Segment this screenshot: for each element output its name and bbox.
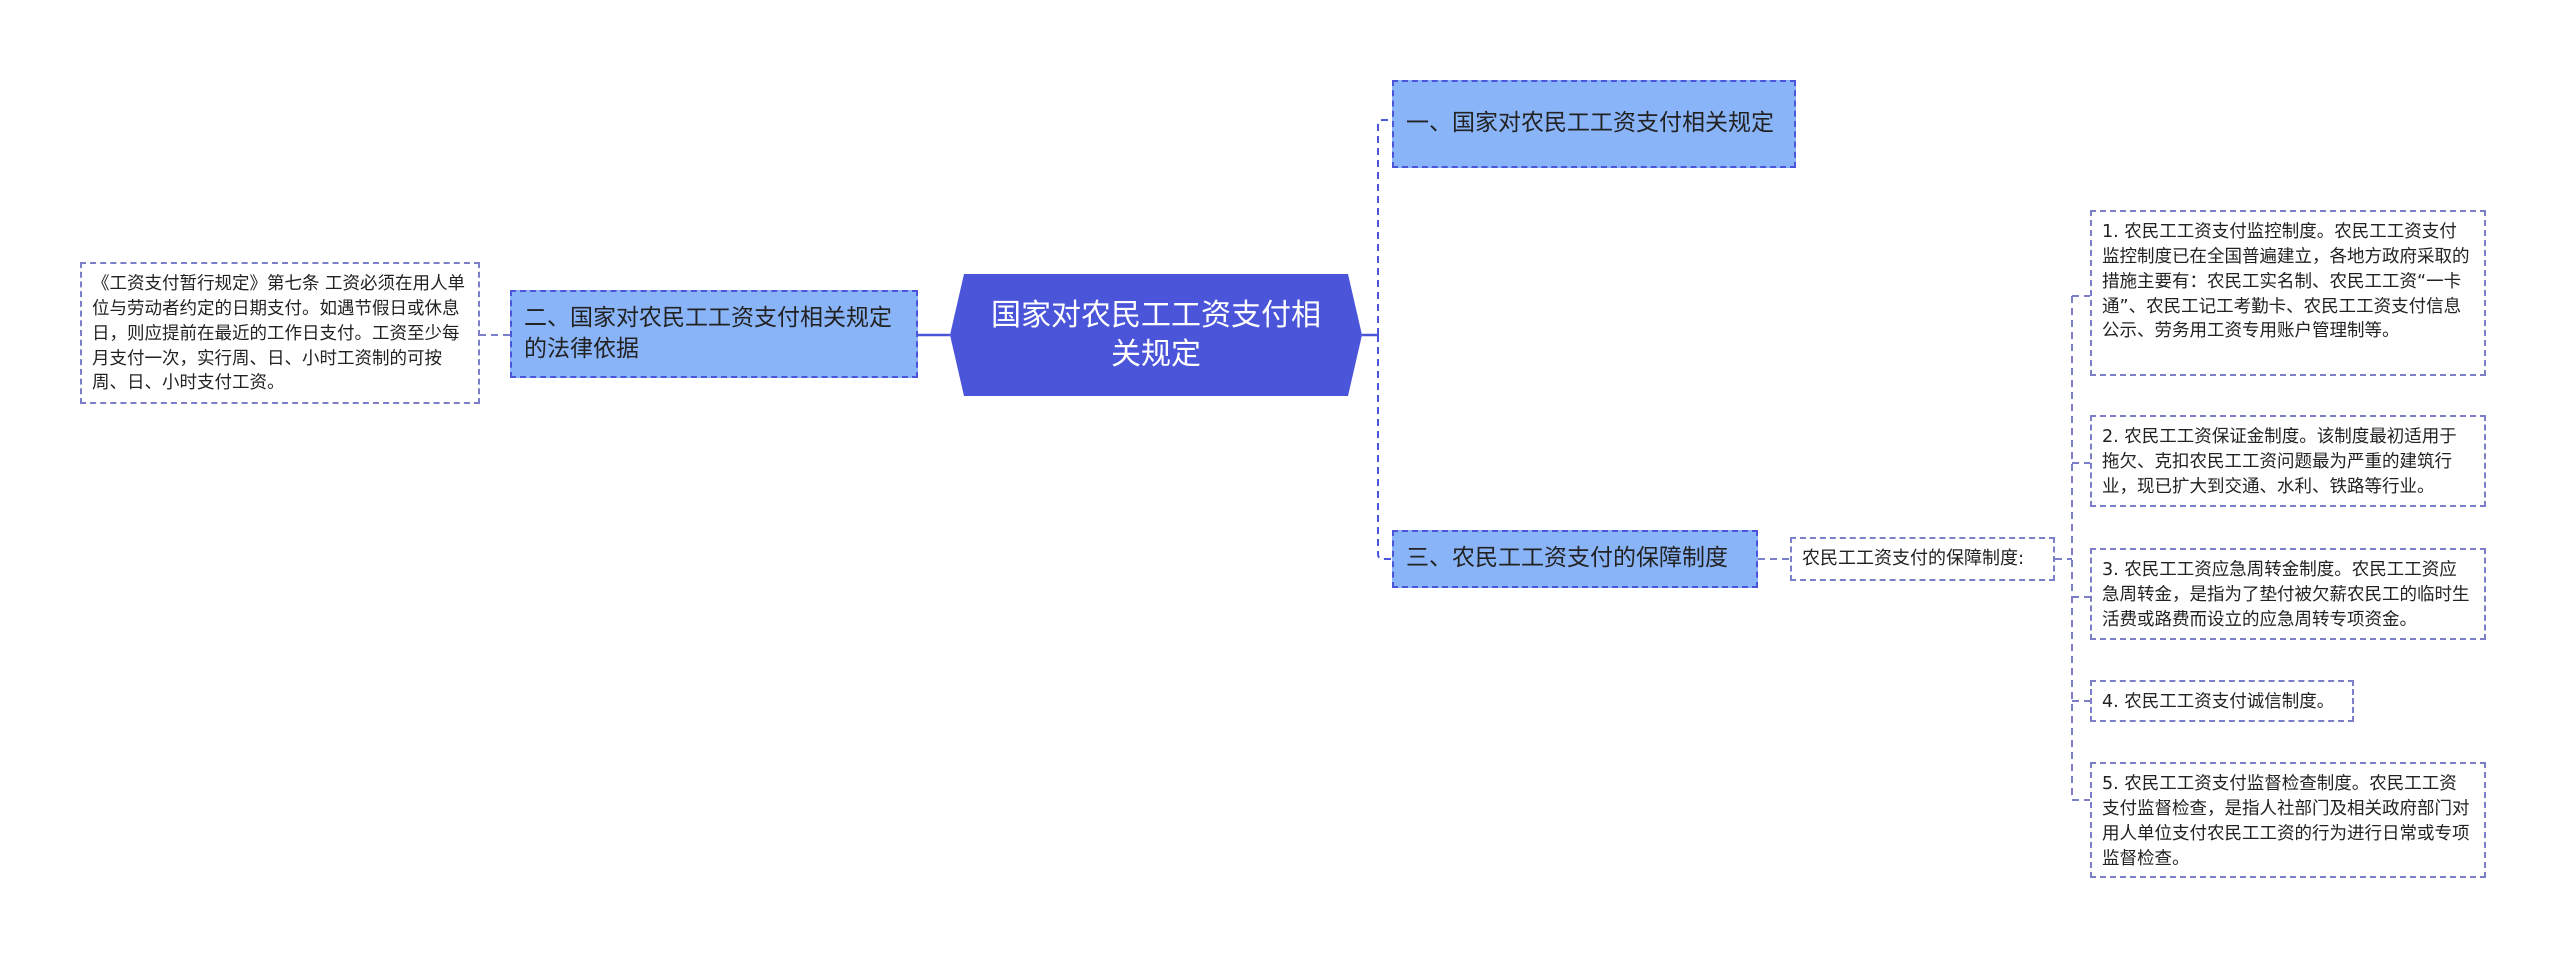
- leaf-node-item-3-text: 3. 农民工工资应急周转金制度。农民工工资应急周转金，是指为了垫付被欠薪农民工的…: [2102, 560, 2470, 630]
- root-node[interactable]: 国家对农民工工资支付相关规定: [950, 274, 1362, 396]
- leaf-node-item-4-text: 4. 农民工工资支付诚信制度。: [2102, 692, 2335, 712]
- leaf-node-guarantee-title-text: 农民工工资支付的保障制度:: [1802, 548, 2025, 570]
- leaf-node-item-1[interactable]: 1. 农民工工资支付监控制度。农民工工资支付监控制度已在全国普遍建立，各地方政府…: [2090, 210, 2486, 376]
- leaf-node-item-4[interactable]: 4. 农民工工资支付诚信制度。: [2090, 680, 2354, 722]
- leaf-node-legal-basis[interactable]: 《工资支付暂行规定》第七条 工资必须在用人单位与劳动者约定的日期支付。如遇节假日…: [80, 262, 480, 404]
- leaf-node-item-3[interactable]: 3. 农民工工资应急周转金制度。农民工工资应急周转金，是指为了垫付被欠薪农民工的…: [2090, 548, 2486, 640]
- leaf-node-guarantee-title[interactable]: 农民工工资支付的保障制度:: [1790, 537, 2055, 581]
- leaf-node-legal-basis-text: 《工资支付暂行规定》第七条 工资必须在用人单位与劳动者约定的日期支付。如遇节假日…: [92, 274, 466, 394]
- branch-node-1[interactable]: 一、国家对农民工工资支付相关规定: [1392, 80, 1796, 168]
- connector-root-b1: [1377, 119, 1392, 335]
- branch-node-2-label: 二、国家对农民工工资支付相关规定的法律依据: [524, 304, 892, 362]
- connector-root-b3: [1377, 335, 1392, 560]
- leaf-node-item-1-text: 1. 农民工工资支付监控制度。农民工工资支付监控制度已在全国普遍建立，各地方政府…: [2102, 222, 2470, 342]
- leaf-node-item-2-text: 2. 农民工工资保证金制度。该制度最初适用于拖欠、克扣农民工工资问题最为严重的建…: [2102, 427, 2457, 497]
- branch-node-3-label: 三、农民工工资支付的保障制度: [1406, 545, 1728, 572]
- branch-node-2[interactable]: 二、国家对农民工工资支付相关规定的法律依据: [510, 290, 918, 378]
- branch-node-3[interactable]: 三、农民工工资支付的保障制度: [1392, 530, 1758, 588]
- leaf-node-item-5-text: 5. 农民工工资支付监督检查制度。农民工工资支付监督检查，是指人社部门及相关政府…: [2102, 774, 2470, 869]
- branch-node-1-label: 一、国家对农民工工资支付相关规定: [1406, 110, 1774, 137]
- root-node-label: 国家对农民工工资支付相关规定: [991, 298, 1321, 372]
- leaf-node-item-5[interactable]: 5. 农民工工资支付监督检查制度。农民工工资支付监督检查，是指人社部门及相关政府…: [2090, 762, 2486, 878]
- leaf-node-item-2[interactable]: 2. 农民工工资保证金制度。该制度最初适用于拖欠、克扣农民工工资问题最为严重的建…: [2090, 415, 2486, 507]
